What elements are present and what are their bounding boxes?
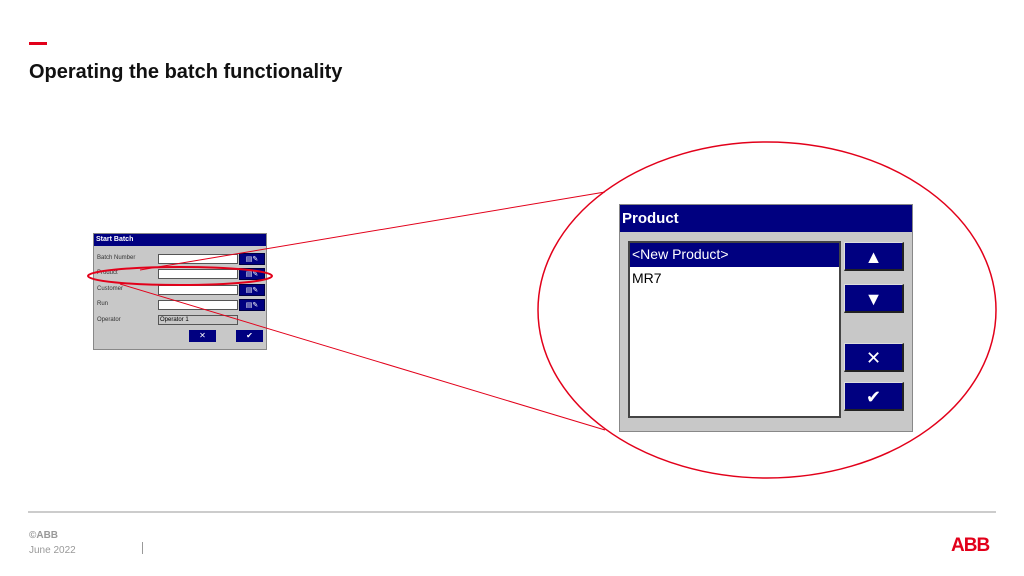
copyright: ©ABB: [29, 530, 59, 541]
customer-edit-button[interactable]: ▤✎: [239, 284, 265, 296]
run-input[interactable]: [158, 300, 238, 310]
product-input[interactable]: [158, 269, 238, 279]
list-item[interactable]: MR7: [632, 270, 662, 286]
run-edit-button[interactable]: ▤✎: [239, 299, 265, 311]
ok-button[interactable]: ✔: [844, 382, 904, 411]
product-dialog: Product <New Product> MR7 ▲ ▼ ✕ ✔: [619, 204, 913, 432]
batch-number-label: Batch Number: [97, 255, 136, 261]
scroll-down-button[interactable]: ▼: [844, 284, 904, 313]
small-highlight-ellipse: [87, 266, 273, 286]
start-batch-dialog: Start Batch Batch Number ▤✎ Product ▤✎ C…: [93, 233, 267, 350]
callout-line-bottom: [119, 283, 606, 431]
customer-label: Customer: [97, 286, 124, 292]
slide-title: Operating the batch functionality: [29, 61, 343, 83]
footer-separator: [142, 542, 143, 554]
accent-dash: [29, 42, 47, 45]
product-label: Product: [97, 270, 118, 276]
callout-line-top: [139, 191, 606, 271]
scroll-up-button[interactable]: ▲: [844, 242, 904, 271]
operator-value: Operator 1: [158, 315, 238, 325]
run-label: Run: [97, 301, 109, 307]
cancel-button[interactable]: ✕: [844, 343, 904, 372]
dialog-title: Product: [620, 205, 912, 232]
footer-rule: [28, 511, 996, 513]
list-item-selected[interactable]: <New Product>: [630, 243, 839, 267]
product-list[interactable]: <New Product> MR7: [628, 241, 841, 418]
footer-date: June 2022: [29, 545, 76, 556]
batch-number-input[interactable]: [158, 254, 238, 264]
operator-label: Operator: [97, 317, 121, 323]
ok-button[interactable]: ✔: [236, 330, 263, 342]
abb-logo: ABB: [951, 535, 990, 556]
cancel-button[interactable]: ✕: [189, 330, 216, 342]
dialog-title: Start Batch: [94, 234, 266, 246]
zoom-ellipse: [537, 141, 997, 479]
batch-number-edit-button[interactable]: ▤✎: [239, 253, 265, 265]
